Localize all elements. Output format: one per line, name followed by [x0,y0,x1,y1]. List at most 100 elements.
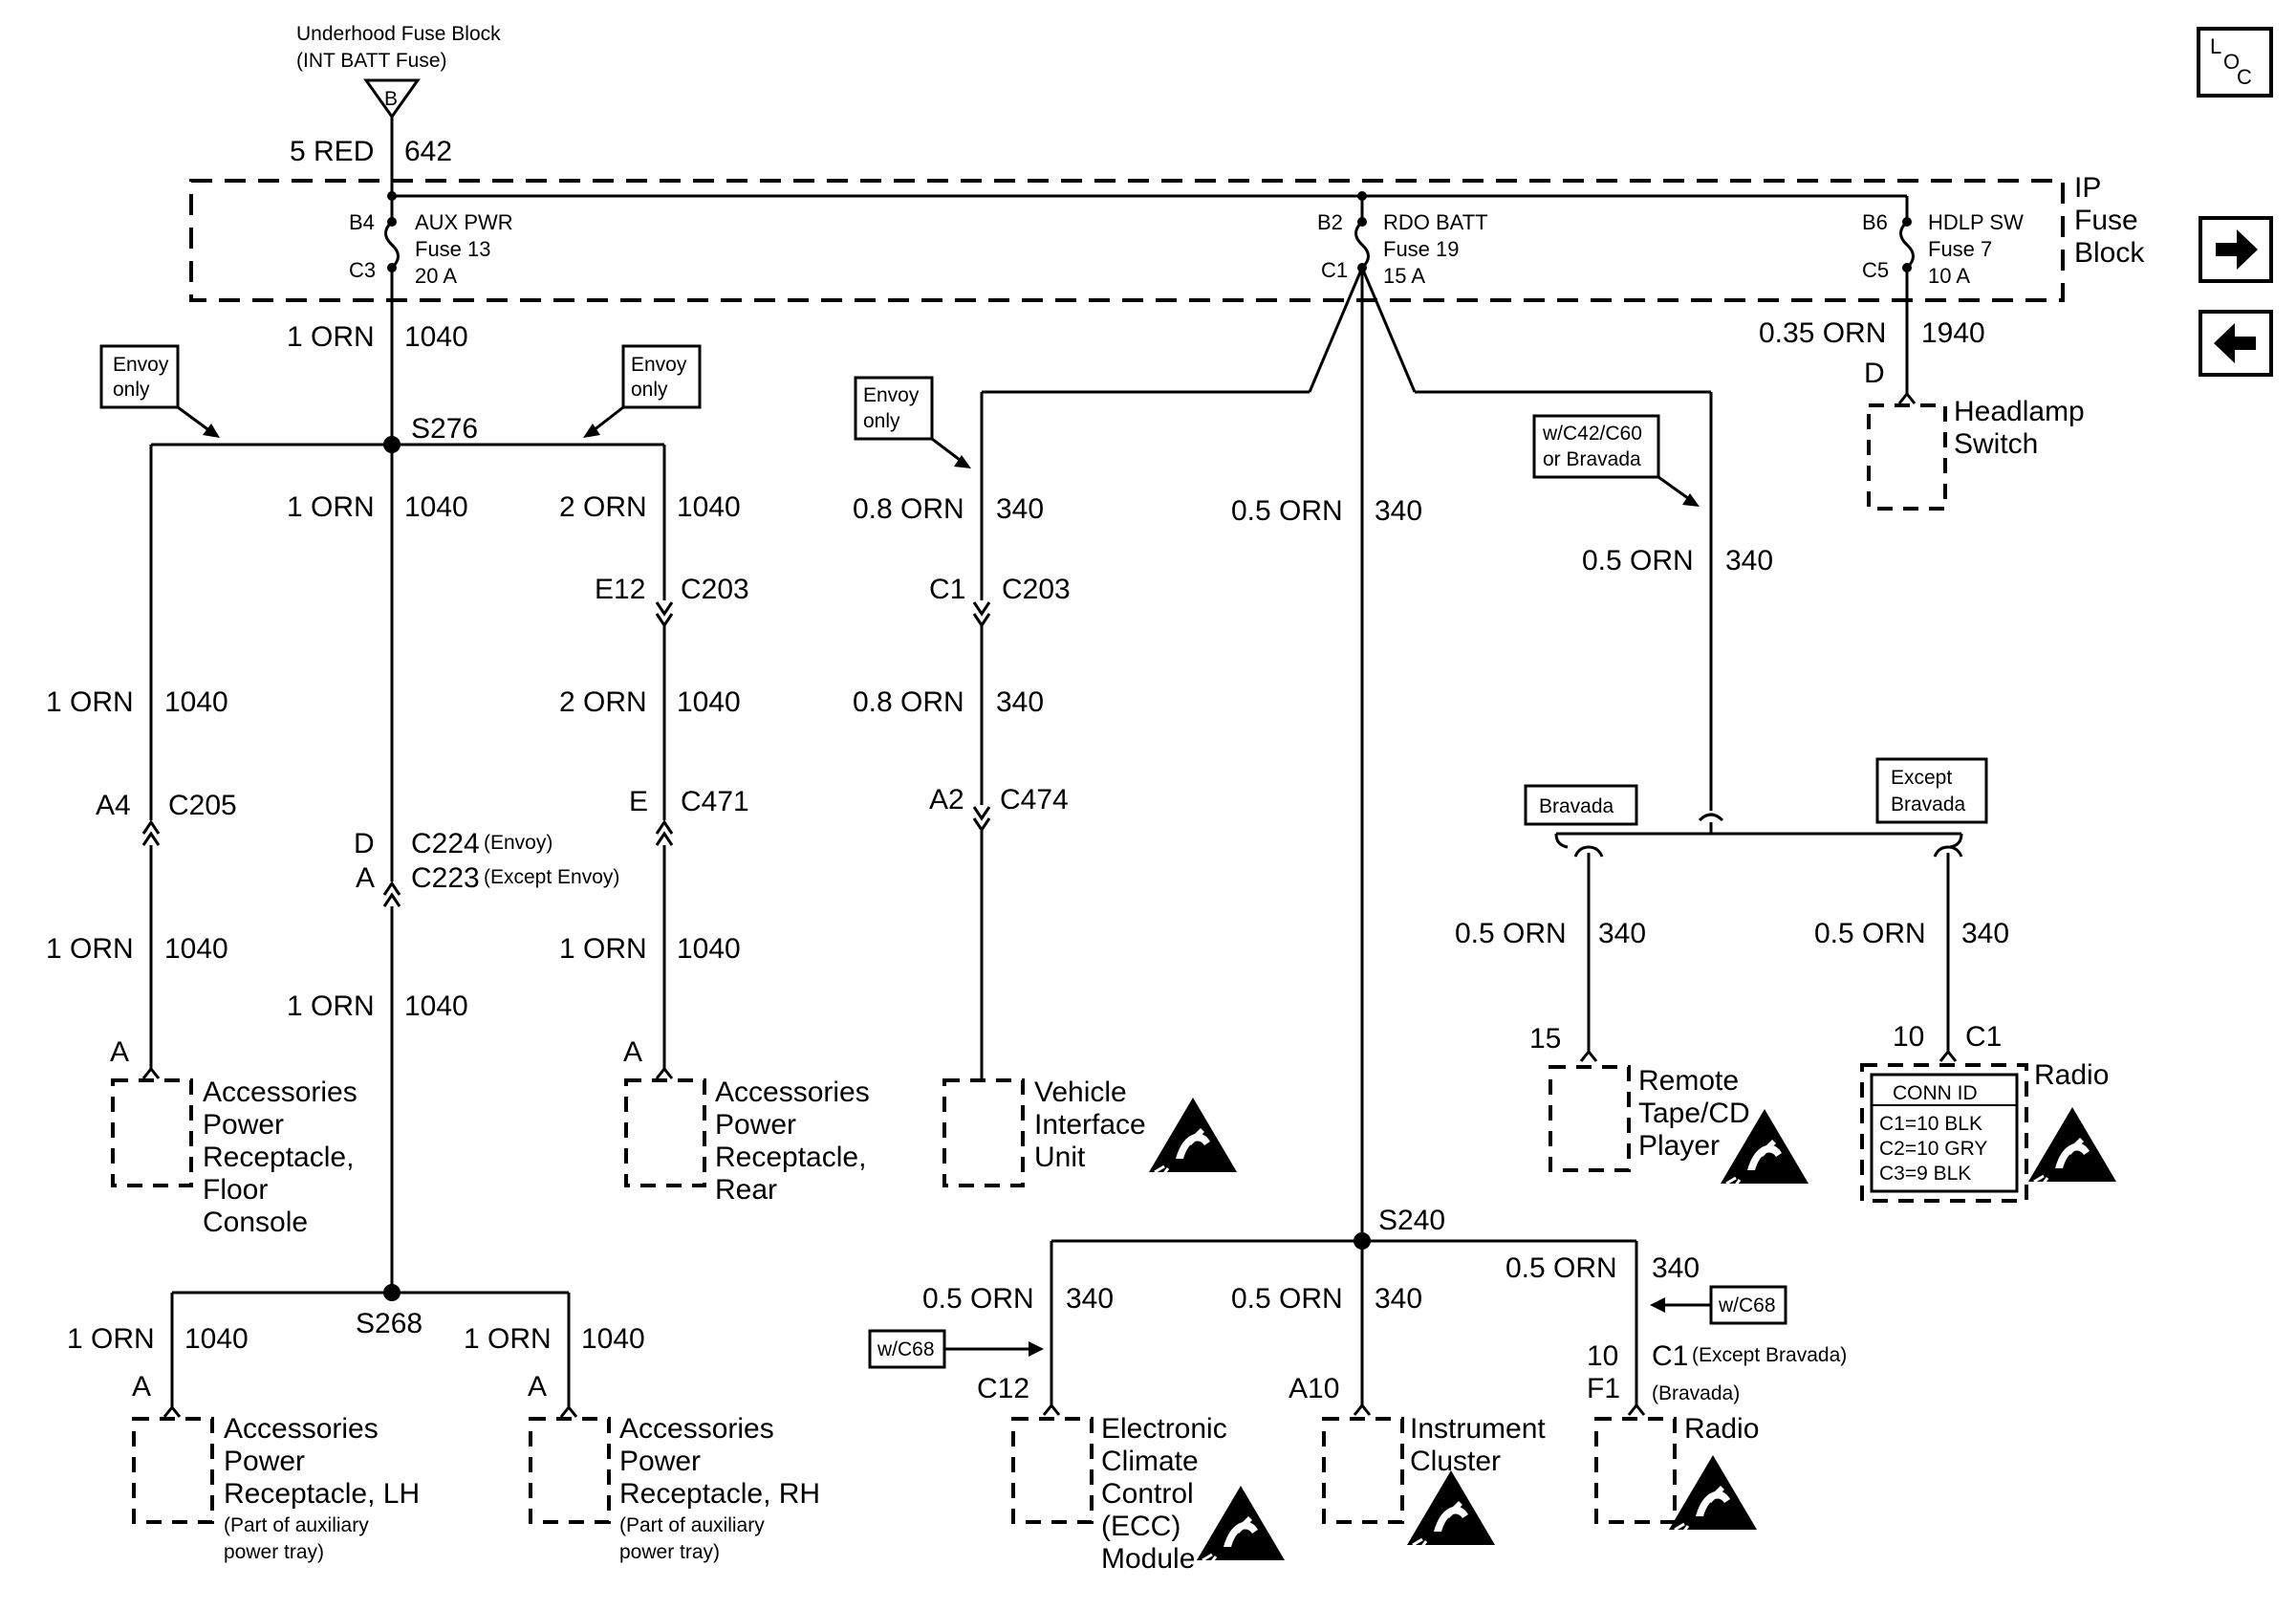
ip-fuse-label-2: Fuse [2074,205,2138,236]
svg-text:340: 340 [1961,918,2009,949]
svg-text:Except: Except [1891,767,1952,789]
splice-s268-label: S268 [356,1308,422,1339]
back-arrow-button[interactable] [2199,310,2273,377]
viu-connector [942,1078,1025,1187]
svg-text:Instrument: Instrument [1410,1413,1546,1445]
note-wc68-right: w/C68 [1650,1285,1787,1325]
svg-text:0.5 ORN: 0.5 ORN [1814,918,1926,949]
svg-text:C223: C223 [411,862,480,894]
svg-text:C5: C5 [1862,258,1889,282]
acc-rh-connector [529,1417,611,1524]
acc-rear-connector [624,1078,706,1187]
svg-text:Switch: Switch [1954,428,2038,460]
radio-lower-label: Radio [1684,1413,1759,1445]
ip-fuse-label-1: IP [2074,172,2101,204]
acc-floor-label: Accessories Power Receptacle, Floor Cons… [203,1077,357,1238]
ip-fuse-block-outline [189,179,2065,302]
svg-text:L: L [2210,34,2221,58]
cluster-connector [1322,1417,1404,1524]
svg-text:1 ORN: 1 ORN [67,1323,155,1355]
svg-text:A10: A10 [1289,1373,1339,1404]
svg-text:1040: 1040 [404,321,468,353]
svg-text:C1=10 BLK: C1=10 BLK [1879,1113,1982,1135]
svg-text:E12: E12 [595,574,645,605]
note-envoy-mid: Envoy only [583,344,702,438]
svg-text:w/C68: w/C68 [1718,1295,1776,1316]
note-bravada: Bravada [1524,784,1638,826]
svg-text:Envoy: Envoy [631,354,687,376]
conn-id-table: CONN ID C1=10 BLK C2=10 GRY C3=9 BLK [1872,1082,2017,1185]
arrow-left-icon [2214,323,2256,363]
svg-text:20 A: 20 A [415,264,457,288]
svg-text:(Part of auxiliary: (Part of auxiliary [619,1514,765,1536]
esd-warning-icon [1147,1096,1239,1178]
svg-text:1040: 1040 [164,933,228,965]
svg-text:A: A [623,1036,642,1068]
svg-text:340: 340 [1598,918,1646,949]
note-except-bravada: Except Bravada [1875,757,1988,824]
svg-text:A: A [110,1036,129,1068]
svg-text:0.5 ORN: 0.5 ORN [1231,1283,1343,1315]
svg-text:CONN ID: CONN ID [1893,1082,1978,1104]
svg-text:340: 340 [996,493,1044,525]
svg-text:Envoy: Envoy [113,354,169,376]
svg-text:10: 10 [1587,1340,1618,1372]
svg-text:340: 340 [1066,1283,1114,1315]
acc-lh-label: Accessories Power Receptacle, LH (Part o… [224,1413,420,1563]
feed-circuit: 642 [404,136,452,167]
svg-text:Headlamp: Headlamp [1954,396,2085,427]
note-wc42: w/C42/C60 or Bravada [1532,414,1700,507]
svg-text:C3=9 BLK: C3=9 BLK [1879,1163,1971,1185]
svg-text:0.8 ORN: 0.8 ORN [853,686,964,718]
fuse-19: B2 C1 RDO BATT Fuse 19 15 A [1317,196,1488,288]
svg-text:HDLP SW: HDLP SW [1928,210,2024,234]
svg-text:C: C [2237,65,2252,89]
svg-text:Accessories: Accessories [619,1413,774,1445]
note-envoy-left: Envoy only [99,344,220,438]
source-name: Underhood Fuse Block [296,23,501,45]
svg-text:Envoy: Envoy [863,384,920,406]
svg-text:C1: C1 [929,574,965,605]
ecc-connector [1011,1417,1094,1524]
svg-text:only: only [113,379,150,401]
source-terminal [363,78,421,120]
ecc-label: Electronic Climate Control (ECC) Module [1101,1413,1227,1575]
svg-text:340: 340 [1652,1252,1700,1284]
svg-text:Receptacle,: Receptacle, [715,1142,866,1173]
svg-text:1040: 1040 [677,933,741,965]
svg-text:Accessories: Accessories [715,1077,870,1108]
svg-text:Fuse 19: Fuse 19 [1383,237,1460,261]
svg-text:Power: Power [224,1446,305,1477]
remote-connector [1549,1065,1631,1172]
svg-text:1040: 1040 [184,1323,249,1355]
svg-text:1 ORN: 1 ORN [46,933,134,965]
source-terminal-label: B [384,88,398,110]
svg-text:15 A: 15 A [1383,264,1425,288]
headlamp-label: Headlamp Switch [1954,396,2085,460]
svg-text:C12: C12 [977,1373,1029,1404]
svg-text:Vehicle: Vehicle [1034,1077,1127,1108]
svg-text:1 ORN: 1 ORN [559,933,647,965]
svg-text:C203: C203 [681,574,749,605]
svg-text:A: A [528,1371,547,1403]
svg-text:only: only [631,379,668,401]
loc-button[interactable]: L O C [2197,27,2273,98]
svg-text:Player: Player [1638,1130,1720,1162]
svg-text:(ECC): (ECC) [1101,1511,1180,1542]
svg-text:Interface: Interface [1034,1109,1146,1141]
forward-arrow-button[interactable] [2199,216,2273,283]
svg-text:0.5 ORN: 0.5 ORN [1582,545,1694,577]
radio-upper-connector [1860,1063,2028,1203]
svg-text:340: 340 [996,686,1044,718]
note-wc68-left: w/C68 [868,1329,1044,1369]
svg-text:E: E [629,786,648,817]
svg-text:2 ORN: 2 ORN [559,491,647,523]
svg-text:Unit: Unit [1034,1142,1086,1173]
svg-text:1 ORN: 1 ORN [287,321,375,353]
svg-text:Receptacle, LH: Receptacle, LH [224,1478,420,1510]
arrow-right-icon [2216,229,2258,270]
svg-text:A4: A4 [96,790,131,821]
svg-text:F1: F1 [1587,1373,1620,1404]
svg-text:Console: Console [203,1207,308,1238]
svg-text:Floor: Floor [203,1174,268,1206]
